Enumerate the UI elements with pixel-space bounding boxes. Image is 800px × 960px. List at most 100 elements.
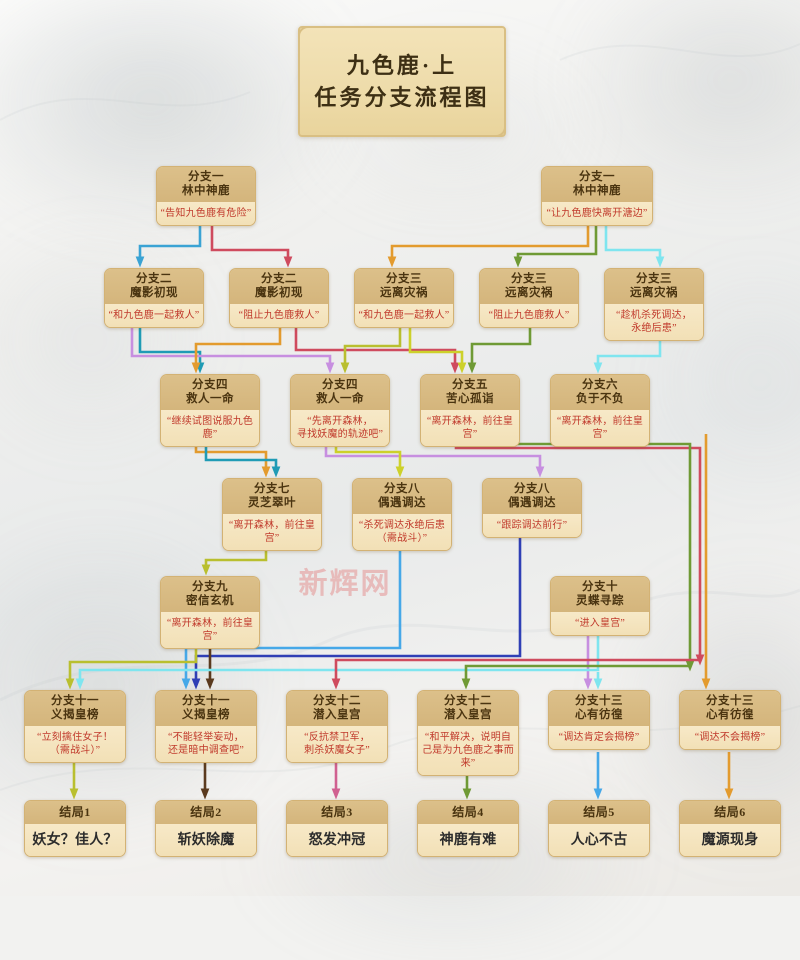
branch-node[interactable]: 分支六负于不负“离开森林，前往皇宫” xyxy=(550,374,650,447)
connector-b2b-to-b4b xyxy=(294,328,460,374)
node-choice: “离开森林，前往皇宫” xyxy=(161,611,259,648)
node-choice: “先离开森林，寻找妖魔的轨迹吧” xyxy=(291,409,389,446)
branch-node[interactable]: 分支十二潜入皇宫“和平解决，说明自己是为九色鹿之事而来” xyxy=(417,690,519,776)
node-choice: “让九色鹿快离开溏边” xyxy=(542,201,652,225)
branch-node[interactable]: 分支十二潜入皇宫“反抗禁卫军，刺杀妖魔女子” xyxy=(286,690,388,763)
ending-label: 魔源现身 xyxy=(680,824,780,857)
connector-b1b-to-b3b xyxy=(513,224,598,268)
branch-node[interactable]: 分支八偶遇调达“跟踪调达前行” xyxy=(482,478,582,538)
branch-node[interactable]: 分支十三心有彷徨“调达不会揭榜” xyxy=(679,690,781,750)
node-choice: “趁机杀死调达，永绝后患” xyxy=(605,303,703,340)
node-title: 分支六负于不负 xyxy=(551,375,649,410)
node-choice: “告知九色鹿有危险” xyxy=(157,201,255,225)
connector-b3a-to-b5b xyxy=(408,328,467,374)
connector-b1a-to-b2a xyxy=(135,224,202,268)
connector-b1b-to-b3c xyxy=(604,224,665,268)
node-title: 分支一林中神鹿 xyxy=(157,167,255,202)
branch-node[interactable]: 分支二魔影初现“和九色鹿一起救人” xyxy=(104,268,204,328)
node-title: 结局1 xyxy=(25,801,125,825)
node-title: 分支十二潜入皇宫 xyxy=(287,691,387,726)
title-plaque: 九色鹿·上 任务分支流程图 xyxy=(298,26,506,137)
node-title: 分支一林中神鹿 xyxy=(542,167,652,202)
connector-b4a-to-b7b xyxy=(204,434,281,478)
branch-node[interactable]: 分支二魔影初现“阻止九色鹿救人” xyxy=(229,268,329,328)
connector-b10-to-b13b xyxy=(75,636,600,690)
node-title: 分支四救人一命 xyxy=(161,375,259,410)
ending-label: 斩妖除魔 xyxy=(156,824,256,857)
node-title: 分支七灵芝翠叶 xyxy=(223,479,321,514)
node-title: 分支十灵蝶寻踪 xyxy=(551,577,649,612)
branch-node[interactable]: 分支十三心有彷徨“调达肯定会揭榜” xyxy=(548,690,650,750)
branch-node[interactable]: 分支一林中神鹿“告知九色鹿有危险” xyxy=(156,166,256,226)
node-choice: “杀死调达永绝后患（需战斗）” xyxy=(353,513,451,550)
branch-node[interactable]: 分支十一义揭皇榜“不能轻举妄动，还是暗中调查吧” xyxy=(155,690,257,763)
node-choice: “和九色鹿一起救人” xyxy=(105,303,203,327)
branch-node[interactable]: 分支三远离灾祸“趁机杀死调达，永绝后患” xyxy=(604,268,704,341)
branch-node[interactable]: 分支三远离灾祸“和九色鹿一起救人” xyxy=(354,268,454,328)
node-choice: “进入皇宫” xyxy=(551,611,649,635)
node-choice: “阻止九色鹿救人” xyxy=(230,303,328,327)
node-choice: “继续试图说服九色鹿” xyxy=(161,409,259,446)
node-choice: “离开森林，前往皇宫” xyxy=(223,513,321,550)
connector-b2a-to-b4a xyxy=(138,328,205,374)
node-title: 结局2 xyxy=(156,801,256,825)
flowchart-nodes: 分支一林中神鹿“告知九色鹿有危险”分支一林中神鹿“让九色鹿快离开溏边”分支二魔影… xyxy=(24,166,781,858)
connector-b1a-to-b2b xyxy=(210,224,293,268)
connector-b3b-to-b6 xyxy=(467,328,532,374)
node-title: 分支九密信玄机 xyxy=(161,577,259,612)
connector-b1b-to-b3a xyxy=(387,224,590,268)
node-choice: “立刻擒住女子！（需战斗）” xyxy=(25,725,125,762)
connector-b3c-to-b6 xyxy=(593,328,662,374)
node-title: 分支十一义揭皇榜 xyxy=(25,691,125,726)
node-choice: “反抗禁卫军，刺杀妖魔女子” xyxy=(287,725,387,762)
branch-node[interactable]: 分支三远离灾祸“阻止九色鹿救人” xyxy=(479,268,579,328)
node-title: 分支二魔影初现 xyxy=(105,269,203,304)
node-title: 结局5 xyxy=(549,801,649,825)
title-line-2: 任务分支流程图 xyxy=(314,84,490,110)
branch-node[interactable]: 分支一林中神鹿“让九色鹿快离开溏边” xyxy=(541,166,653,226)
branch-node[interactable]: 分支七灵芝翠叶“离开森林，前往皇宫” xyxy=(222,478,322,551)
branch-node[interactable]: 分支八偶遇调达“杀死调达永绝后患（需战斗）” xyxy=(352,478,452,551)
node-title: 分支三远离灾祸 xyxy=(355,269,453,304)
node-title: 分支五苦心孤诣 xyxy=(421,375,519,410)
node-title: 分支八偶遇调达 xyxy=(353,479,451,514)
connector-cross-green-to-b12b xyxy=(461,664,690,690)
node-title: 分支三远离灾祸 xyxy=(605,269,703,304)
branch-node[interactable]: 分支十一义揭皇榜“立刻擒住女子！（需战斗）” xyxy=(24,690,126,763)
node-title: 分支四救人一命 xyxy=(291,375,389,410)
connector-b2b-to-b4a xyxy=(191,328,282,374)
title-line-1: 九色鹿·上 xyxy=(346,52,458,78)
branch-node[interactable]: 分支四救人一命“先离开森林，寻找妖魔的轨迹吧” xyxy=(290,374,390,447)
branch-node[interactable]: 分支四救人一命“继续试图说服九色鹿” xyxy=(160,374,260,447)
node-choice: “调达肯定会揭榜” xyxy=(549,725,649,749)
node-title: 结局3 xyxy=(287,801,387,825)
connector-cross-red-to-b12a xyxy=(331,658,700,690)
ending-label: 妖女？佳人？ xyxy=(25,824,125,857)
connector-b3a-to-b5 xyxy=(340,328,402,374)
node-title: 分支十三心有彷徨 xyxy=(680,691,780,726)
node-title: 分支十三心有彷徨 xyxy=(549,691,649,726)
node-title: 分支三远离灾祸 xyxy=(480,269,578,304)
node-choice: “和九色鹿一起救人” xyxy=(355,303,453,327)
node-choice: “离开森林，前往皇宫” xyxy=(551,409,649,446)
branch-node[interactable]: 分支五苦心孤诣“离开森林，前往皇宫” xyxy=(420,374,520,447)
node-title: 结局6 xyxy=(680,801,780,825)
node-title: 分支十一义揭皇榜 xyxy=(156,691,256,726)
branch-node[interactable]: 分支十灵蝶寻踪“进入皇宫” xyxy=(550,576,650,636)
connector-b2a-to-b4a-alt xyxy=(130,328,335,374)
node-choice: “离开森林，前往皇宫” xyxy=(421,409,519,446)
node-choice: “跟踪调达前行” xyxy=(483,513,581,537)
connector-b9-to-b11a xyxy=(65,636,198,690)
node-choice: “和平解决，说明自己是为九色鹿之事而来” xyxy=(418,725,518,775)
node-title: 分支十二潜入皇宫 xyxy=(418,691,518,726)
node-choice: “调达不会揭榜” xyxy=(680,725,780,749)
node-choice: “阻止九色鹿救人” xyxy=(480,303,578,327)
branch-node[interactable]: 分支九密信玄机“离开森林，前往皇宫” xyxy=(160,576,260,649)
node-choice: “不能轻举妄动，还是暗中调查吧” xyxy=(156,725,256,762)
